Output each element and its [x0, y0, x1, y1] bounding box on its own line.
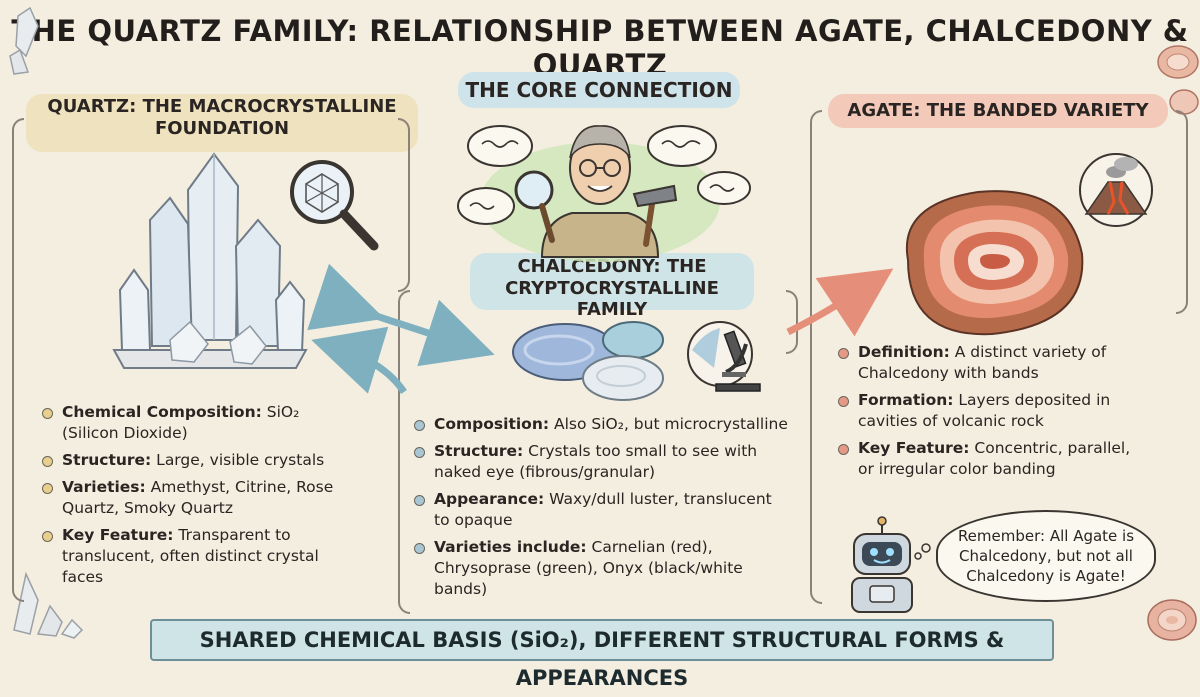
core-connection-heading: THE CORE CONNECTION	[458, 72, 740, 108]
page-title: THE QUARTZ FAMILY: RELATIONSHIP BETWEEN …	[11, 14, 1189, 82]
volcano-icon	[1079, 153, 1153, 227]
list-item: Composition: Also SiO₂, but microcrystal…	[414, 414, 790, 435]
list-item: Key Feature: Transparent to translucent,…	[42, 525, 342, 588]
reminder-bubble: Remember: All Agate is Chalcedony, but n…	[936, 510, 1156, 602]
chalcedony-stones-icon	[512, 321, 664, 401]
agate-frame-right	[1176, 110, 1188, 314]
arrow-chalcedony-agate-icon	[786, 268, 894, 337]
quartz-crystal-cluster-icon	[112, 152, 308, 369]
quartz-heading: QUARTZ: THE MACROCRYSTALLINE FOUNDATION	[26, 94, 418, 152]
corner-crystal-top-left-icon	[9, 6, 39, 75]
list-item: Structure: Large, visible crystals	[42, 450, 342, 471]
hammer-icon	[632, 184, 678, 247]
corner-agate-top-right-icon	[1157, 45, 1199, 115]
geologist-illustration	[457, 125, 751, 262]
chalcedony-heading: CHALCEDONY: THE CRYPTOCRYSTALLINE FAMILY	[470, 253, 754, 320]
list-item: Appearance: Waxy/dull luster, translucen…	[414, 489, 790, 531]
quartz-list: Chemical Composition: SiO₂ (Silicon Diox…	[42, 402, 342, 594]
bottom-banner: SHARED CHEMICAL BASIS (SiO₂), DIFFERENT …	[150, 619, 1054, 690]
list-item: Definition: A distinct variety of Chalce…	[838, 342, 1138, 384]
agate-heading: AGATE: THE BANDED VARIETY	[828, 94, 1168, 128]
agate-frame-left	[810, 110, 822, 604]
magnifier-lattice-icon	[290, 160, 379, 251]
list-item: Formation: Layers deposited in cavities …	[838, 390, 1138, 432]
list-item: Structure: Crystals too small to see wit…	[414, 441, 790, 483]
speech-bubble-icon	[697, 171, 751, 205]
speech-bubble-icon	[467, 125, 533, 167]
magnifier-icon	[514, 170, 555, 243]
reminder-text: Remember: All Agate is Chalcedony, but n…	[957, 527, 1135, 585]
quartz-frame	[12, 118, 24, 602]
quartz-frame-right	[398, 118, 410, 292]
corner-agate-bottom-right-icon	[1147, 599, 1197, 641]
robot-icon	[851, 516, 931, 613]
speech-bubble-icon	[647, 125, 717, 167]
speech-bubble-icon	[457, 187, 515, 225]
corner-crystal-bottom-left-icon	[13, 571, 84, 639]
list-item: Varieties include: Carnelian (red), Chry…	[414, 537, 790, 600]
double-arrow-quartz-chalcedony-icon	[307, 263, 495, 395]
chalcedony-list: Composition: Also SiO₂, but microcrystal…	[414, 414, 790, 606]
list-item: Chemical Composition: SiO₂ (Silicon Diox…	[42, 402, 342, 444]
list-item: Key Feature: Concentric, parallel, or ir…	[838, 438, 1138, 480]
agate-slab-icon	[905, 190, 1084, 336]
agate-list: Definition: A distinct variety of Chalce…	[838, 342, 1138, 486]
list-item: Varieties: Amethyst, Citrine, Rose Quart…	[42, 477, 342, 519]
microscope-icon	[687, 321, 761, 392]
